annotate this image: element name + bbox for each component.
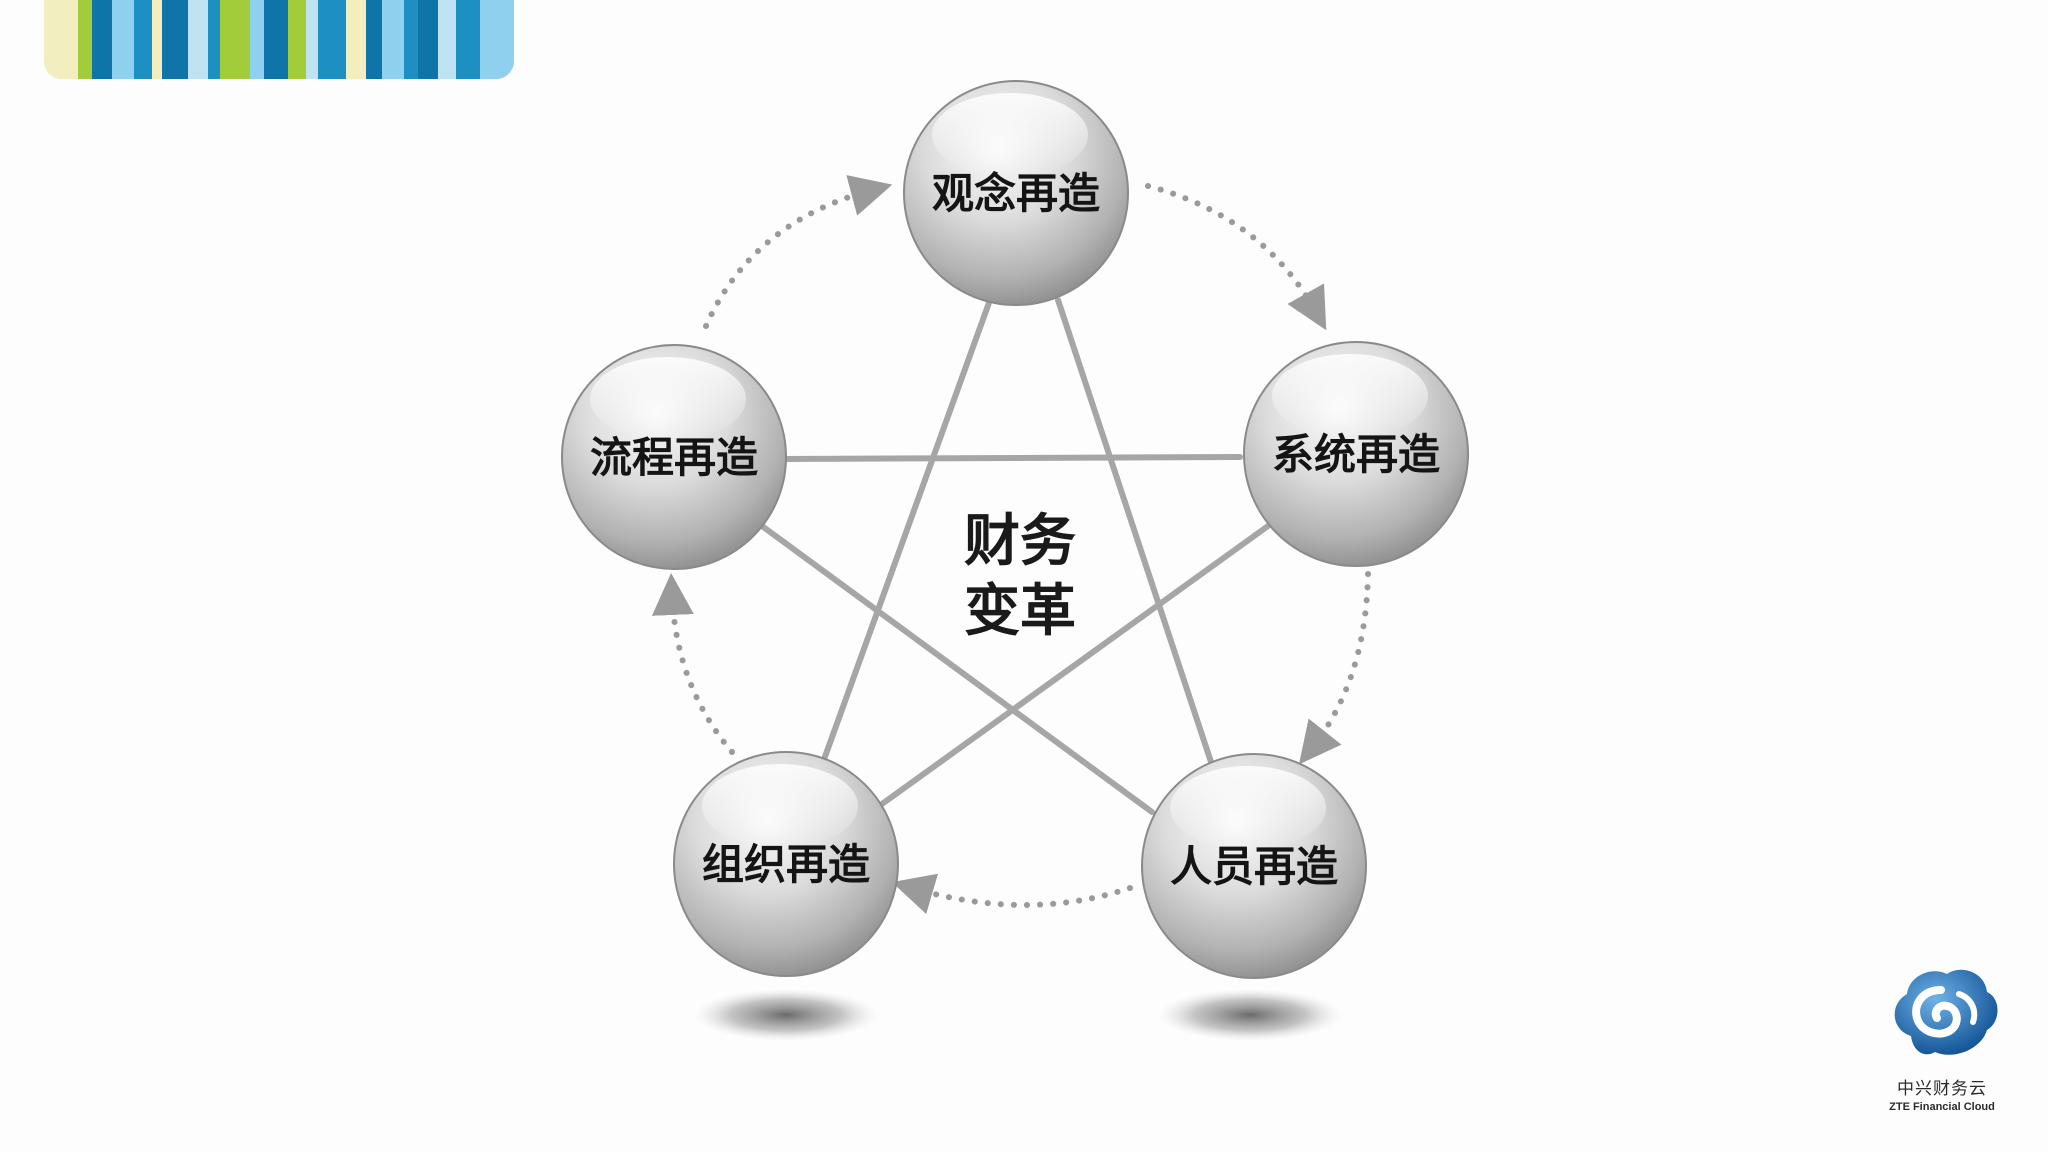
node-top: 观念再造 [903, 80, 1129, 306]
node-bottom-right: 人员再造 [1141, 753, 1367, 979]
connector-right-bottomleft [879, 523, 1271, 807]
node-right: 系统再造 [1243, 341, 1469, 567]
pentagram-connectors [759, 297, 1271, 815]
node-label-top: 观念再造 [932, 169, 1100, 218]
center-label-line-2: 变革 [964, 579, 1076, 644]
sphere-left-gloss [590, 357, 746, 441]
connector-left-bottomright [759, 523, 1155, 815]
node-label-right: 系统再造 [1272, 430, 1440, 479]
sphere-shadow-bottom-left [694, 989, 878, 1041]
center-label-line-1: 财务 [964, 509, 1076, 574]
logo-name-english: ZTE Financial Cloud [1889, 1101, 1995, 1113]
arrow-bottomright-to-bottomleft [891, 873, 1133, 915]
arrow-right-to-bottomright [1298, 571, 1371, 765]
sphere-shadow-bottom-right [1158, 989, 1342, 1041]
node-label-left: 流程再造 [590, 433, 758, 482]
zte-financial-cloud-logo: 中兴财务云 ZTE Financial Cloud [1872, 960, 2012, 1113]
node-bottom-left: 组织再造 [673, 751, 899, 977]
node-label-bottom-right: 人员再造 [1170, 842, 1338, 891]
decorative-stripe-banner [44, 0, 514, 79]
sphere-bottom-left-gloss [702, 764, 858, 848]
arrow-top-to-right [1145, 183, 1327, 331]
arrow-left-to-top [703, 175, 893, 329]
cycle-arrows [651, 175, 1371, 915]
sphere-top-gloss [932, 93, 1088, 177]
cloud-swirl-icon [1894, 969, 1998, 1055]
node-left: 流程再造 [561, 344, 787, 570]
connector-top-bottomleft [819, 297, 993, 768]
connector-left-right [783, 454, 1243, 462]
sphere-right-gloss [1272, 354, 1428, 438]
sphere-bottom-right-gloss [1170, 766, 1326, 850]
node-label-bottom-left: 组织再造 [702, 840, 870, 889]
arrow-bottomleft-to-left [651, 573, 735, 755]
logo-name-chinese: 中兴财务云 [1897, 1079, 1987, 1099]
connector-top-bottomright [1055, 297, 1215, 768]
